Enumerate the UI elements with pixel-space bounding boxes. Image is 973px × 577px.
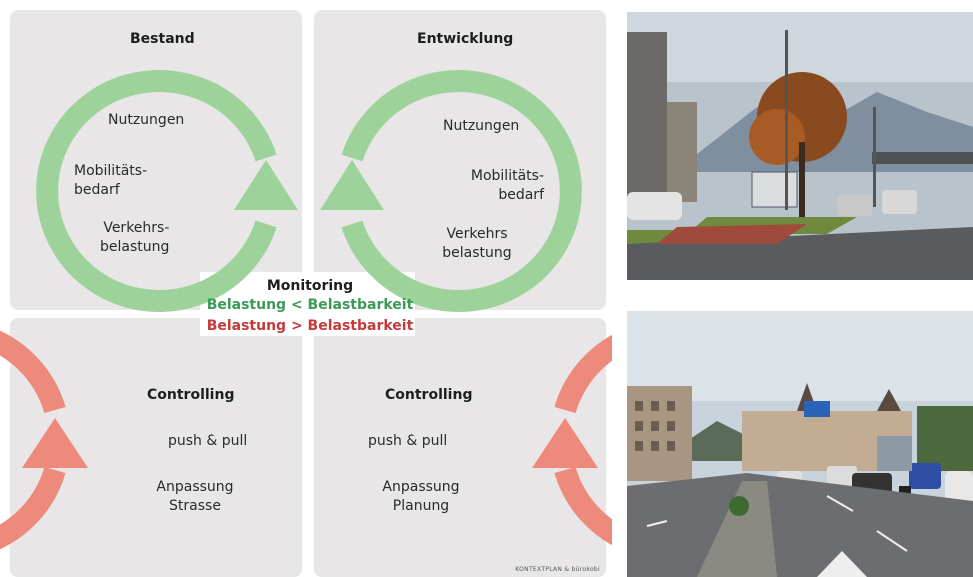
controlling-left-item-pushpull: push & pull	[168, 433, 248, 449]
panel-bestand	[10, 10, 302, 310]
credit-text: KONTEXTPLAN & bürokobi	[515, 566, 600, 573]
panel-entwicklung	[314, 10, 606, 310]
title-bestand: Bestand	[130, 31, 195, 47]
diagram-background	[0, 10, 612, 577]
bestand-item-nutzungen: Nutzungen	[108, 112, 185, 128]
cycle-arrow-controlling-left	[0, 330, 88, 550]
controlling-right-item-pushpull: push & pull	[368, 433, 448, 449]
entwicklung-item-verkehr: Verkehrs belastung	[442, 226, 512, 261]
bestand-item-mobilitaet: Mobilitäts- bedarf	[74, 163, 148, 198]
street-photo-bottom	[627, 311, 973, 577]
controlling-left-item-anpassung: Anpassung Strasse	[156, 479, 234, 514]
title-controlling-left: Controlling	[147, 387, 235, 403]
panel-controlling-left	[10, 318, 302, 577]
street-photo-top	[627, 12, 973, 280]
monitoring-line-green: Belastung < Belastbarkeit	[206, 297, 414, 313]
title-entwicklung: Entwicklung	[417, 31, 514, 47]
cycle-arrow-controlling-right	[532, 334, 612, 546]
monitoring-title: Monitoring	[266, 278, 354, 294]
controlling-right-item-anpassung: Anpassung Planung	[382, 479, 460, 514]
title-controlling-right: Controlling	[385, 387, 473, 403]
cycle-arrow-entwicklung	[320, 70, 582, 312]
cycle-arrow-bestand	[36, 70, 298, 312]
traffic-diagram: Bestand Nutzungen Mobilitäts- bedarf Ver…	[0, 10, 612, 577]
panel-controlling-right	[314, 318, 606, 577]
entwicklung-item-mobilitaet: Mobilitäts- bedarf	[470, 168, 544, 203]
bestand-item-verkehr: Verkehrs- belastung	[100, 220, 170, 255]
monitoring-line-red: Belastung > Belastbarkeit	[206, 318, 414, 334]
entwicklung-item-nutzungen: Nutzungen	[443, 118, 520, 134]
